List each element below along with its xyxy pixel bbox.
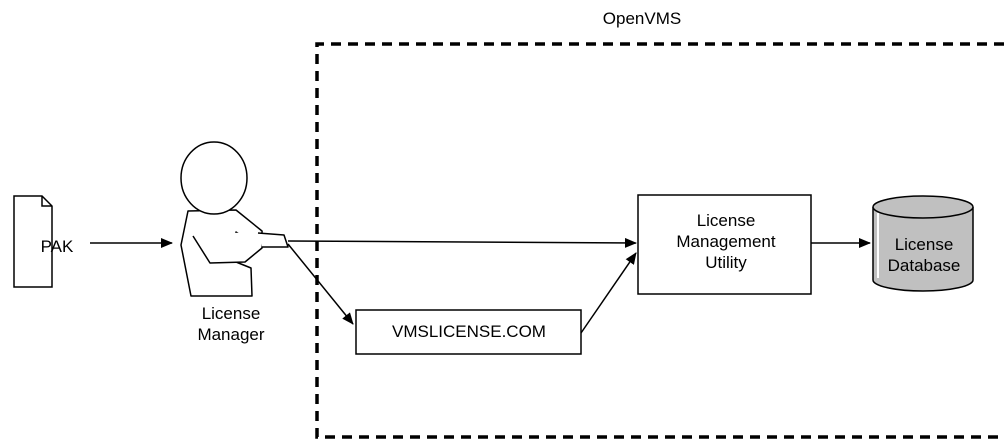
database-label-line1: License (894, 235, 954, 254)
license-management-utility-label: License Management Utility (640, 210, 812, 273)
license-manager-label-line2: Manager (197, 325, 265, 344)
edge-manager-to-utility (287, 237, 637, 248)
database-label-line2: Database (887, 256, 961, 275)
utility-label-line1: License (696, 211, 756, 230)
license-manager-person-icon (180, 141, 289, 297)
edge-vmslicense-to-utility (580, 252, 637, 334)
edge-manager-to-vmslicense (287, 243, 354, 325)
license-management-utility-box (637, 194, 812, 295)
license-database-label: License Database (874, 234, 974, 276)
license-manager-label-line1: License (201, 304, 261, 323)
license-manager-label: License Manager (176, 303, 286, 345)
openvms-boundary-label: OpenVMS (602, 9, 682, 28)
pak-document-icon (13, 195, 53, 288)
license-database-cylinder (872, 195, 974, 292)
utility-label-line3: Utility (705, 253, 747, 272)
pak-label: PAK (40, 237, 74, 256)
vmslicense-box (355, 309, 582, 355)
vmslicense-label: VMSLICENSE.COM (392, 322, 546, 341)
utility-label-line2: Management (676, 232, 776, 251)
openvms-boundary (315, 42, 1004, 439)
